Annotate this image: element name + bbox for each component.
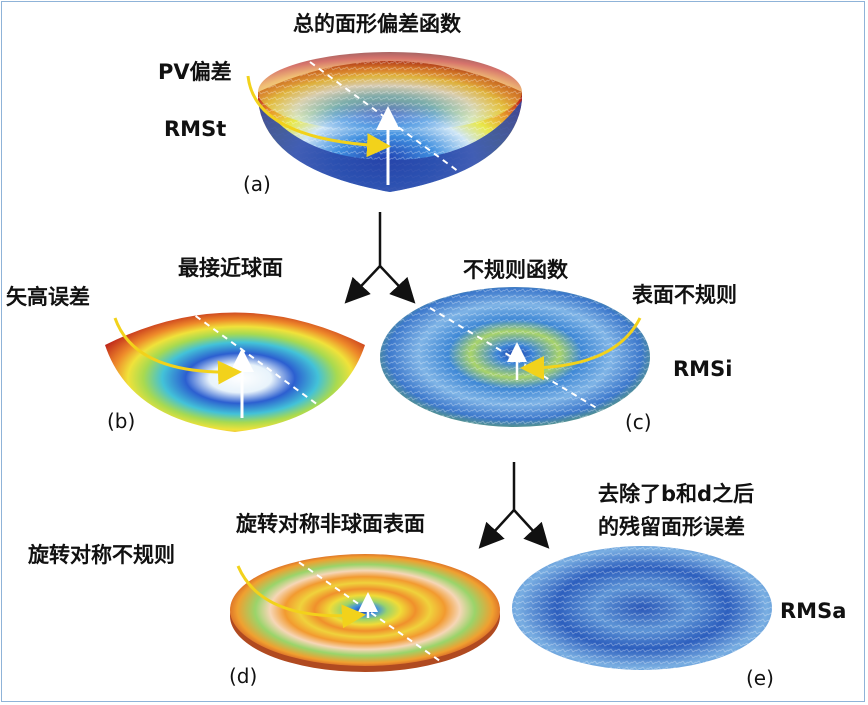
- title-e-line2: 的残留面形误差: [598, 517, 745, 538]
- sag-label: 矢高误差: [6, 287, 90, 308]
- surface-b: [105, 290, 365, 432]
- rmsa-label: RMSa: [780, 601, 846, 622]
- surface-d: [230, 554, 500, 672]
- tag-e: (e): [746, 668, 774, 688]
- surface-c: [380, 287, 650, 427]
- title-e-line1: 去除了b和d之后: [598, 484, 754, 505]
- tag-b: (b): [107, 411, 135, 431]
- rmst-label: RMSt: [164, 119, 226, 140]
- title-a: 总的面形偏差函数: [293, 14, 461, 35]
- surface-a: [248, 52, 522, 192]
- rmsi-label: RMSi: [673, 359, 732, 380]
- surface-e: [512, 546, 772, 670]
- fork-arrow-bottom: [482, 462, 546, 545]
- title-d: 旋转对称非球面表面: [236, 514, 425, 535]
- pv-label: PV偏差: [158, 62, 232, 83]
- rot-irregularity-label: 旋转对称不规则: [28, 545, 175, 566]
- surface-irregularity-label: 表面不规则: [632, 285, 737, 306]
- tag-d: (d): [229, 666, 257, 686]
- title-b: 最接近球面: [178, 258, 283, 279]
- tag-a: (a): [243, 174, 271, 194]
- fork-arrow-top: [348, 212, 412, 300]
- tag-c: (c): [625, 412, 652, 432]
- title-c: 不规则函数: [463, 260, 568, 281]
